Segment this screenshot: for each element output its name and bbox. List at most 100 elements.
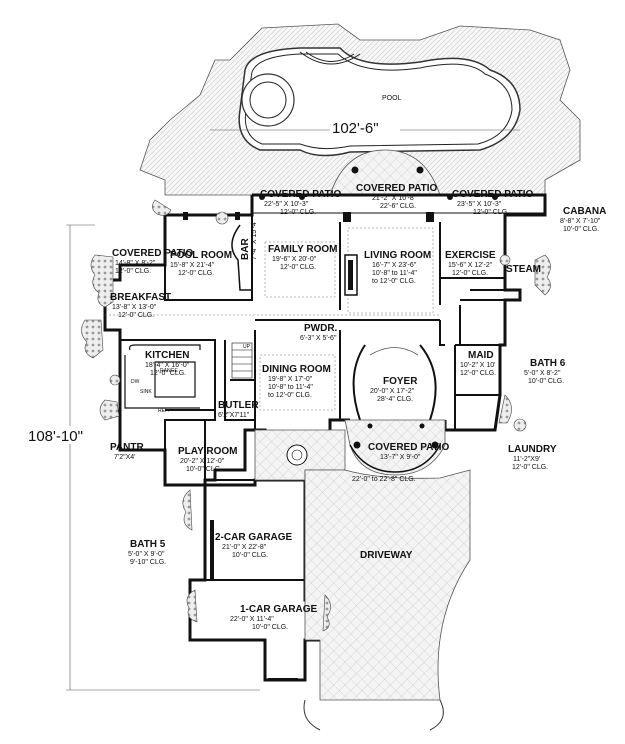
tree-icon [152, 199, 172, 216]
stairs-icon [231, 342, 253, 379]
entry-patio-arc [349, 444, 441, 473]
svg-text:19'-8" X 17'-0": 19'-8" X 17'-0" [268, 376, 313, 383]
foyer-curved-stair-left [352, 344, 366, 421]
svg-text:15'-6" X 12'-2": 15'-6" X 12'-2" [448, 262, 493, 269]
svg-text:FAMILY ROOM: FAMILY ROOM [268, 244, 337, 255]
room-label-breakfast: BREAKFAST 13'-8" X 13'-0" 12'-0" CLG. [110, 292, 171, 319]
svg-text:PWDR.: PWDR. [304, 323, 338, 334]
foyer-inner-curve [369, 347, 419, 356]
garage-door-markers [210, 520, 298, 681]
pool-steps [299, 51, 361, 65]
svg-text:12'-0" CLG.: 12'-0" CLG. [280, 209, 316, 216]
svg-text:2-CAR GARAGE: 2-CAR GARAGE [215, 532, 293, 543]
palm-icon [513, 418, 527, 432]
tree-icon [90, 254, 114, 308]
room-label-play-room: PLAY ROOM 20'-2" X 12'-0" 10'-0" CLG. [178, 446, 237, 473]
svg-text:KITCHEN: KITCHEN [145, 350, 189, 361]
svg-text:13'-8" X 13'-0": 13'-8" X 13'-0" [112, 304, 157, 311]
svg-text:12'-0" CLG.: 12'-0" CLG. [178, 270, 214, 277]
fountain-basin [291, 449, 303, 461]
driveway-label: DRIVEWAY [360, 550, 413, 561]
svg-text:12'-0" CLG.: 12'-0" CLG. [115, 268, 151, 275]
svg-text:1-CAR GARAGE: 1-CAR GARAGE [240, 604, 318, 615]
svg-text:10'-0" CLG.: 10'-0" CLG. [186, 466, 222, 473]
svg-text:12'-0" CLG.: 12'-0" CLG. [280, 264, 316, 271]
width-dimension: 102'-6" [332, 120, 379, 137]
svg-text:6'-3" X 5'-6": 6'-3" X 5'-6" [300, 335, 337, 342]
tree-icon [534, 254, 551, 296]
room-label-laundry: LAUNDRY 11'-2"X9' 12'-0" CLG. [508, 444, 557, 471]
spa-inner [249, 81, 287, 119]
svg-text:22'-0" X 11'-4": 22'-0" X 11'-4" [230, 616, 274, 623]
svg-text:DINING ROOM: DINING ROOM [262, 364, 331, 375]
width-dimension-mask [330, 118, 400, 136]
fountain-icon [286, 444, 308, 466]
sink-label: SINK [140, 389, 152, 395]
up-label: UP [243, 344, 251, 350]
entry-patio [344, 419, 446, 476]
room-label-living-room: LIVING ROOM 16'-7" X 23'-6" 10'-8" to 11… [364, 250, 431, 285]
room-label-family-room: FAMILY ROOM 19'-6" X 20'-0" 12'-0" CLG. [268, 244, 337, 271]
svg-text:5'-0" X 8'-2": 5'-0" X 8'-2" [524, 370, 561, 377]
palm-icon [499, 254, 511, 266]
svg-text:COVERED PATIO: COVERED PATIO [356, 183, 438, 194]
svg-text:10'-0" CLG.: 10'-0" CLG. [252, 624, 288, 631]
svg-text:CABANA: CABANA [563, 206, 606, 217]
svg-text:PLAY ROOM: PLAY ROOM [178, 446, 237, 457]
svg-text:6'2"X7'11": 6'2"X7'11" [218, 412, 250, 419]
svg-text:COVERED PATIO: COVERED PATIO [260, 189, 342, 200]
room-label-covered-patio-left: COVERED PATIO 22'-5" X 10'-3" 12'-0" CLG… [260, 189, 342, 216]
driveway-end [303, 699, 444, 731]
room-label-covered-patio-center: COVERED PATIO 21'-2" X 10'-8" 22'-6" CLG… [356, 183, 438, 210]
tree-icon [99, 399, 120, 421]
svg-text:COVERED PATIO: COVERED PATIO [112, 248, 194, 259]
dw-label: DW [131, 379, 140, 385]
svg-text:22'-5" X 10'-3": 22'-5" X 10'-3" [264, 201, 309, 208]
svg-text:28'-4" CLG.: 28'-4" CLG. [377, 396, 413, 403]
room-label-steam: STEAM [506, 264, 541, 275]
room-label-butler: BUTLER 6'2"X7'11" [218, 400, 259, 419]
room-label-pwdr: PWDR. 6'-3" X 5'-6" [300, 323, 338, 342]
foyer-curved-stair-right [419, 344, 437, 421]
svg-text:LAUNDRY: LAUNDRY [508, 444, 557, 455]
svg-text:7'2"X4': 7'2"X4' [114, 454, 136, 461]
svg-text:8'-8" X 7'-10": 8'-8" X 7'-10" [560, 218, 601, 225]
palm-icon [109, 374, 121, 386]
kitchen-island [154, 361, 196, 398]
svg-text:PANTR.: PANTR. [110, 442, 147, 453]
room-label-kitchen: KITCHEN 18'-4" X 16'-0" 12'-0" CLG. [145, 350, 190, 377]
svg-text:16'-7" X 23'-6": 16'-7" X 23'-6" [372, 262, 417, 269]
depth-dimension: 108'-10" [28, 428, 83, 445]
room-label-maid: MAID 10'-2" X 10' 12'-0" CLG. [460, 350, 496, 377]
svg-text:BUTLER: BUTLER [218, 400, 259, 411]
room-label-2-car-garage: 2-CAR GARAGE 21'-0" X 22'-8" 10'-0" CLG. [215, 532, 293, 559]
svg-text:COVERED PATIO: COVERED PATIO [452, 189, 534, 200]
svg-text:19'-6" X 20'-0": 19'-6" X 20'-0" [272, 256, 317, 263]
svg-text:22'-0" to 22'-8" CLG.: 22'-0" to 22'-8" CLG. [352, 476, 416, 483]
svg-text:to 12'-0" CLG.: to 12'-0" CLG. [268, 392, 312, 399]
svg-text:21'-0" X 22'-8": 21'-0" X 22'-8" [222, 544, 267, 551]
svg-text:7'-4" X 15'-4": 7'-4" X 15'-4" [251, 219, 258, 260]
bar-counter [231, 224, 252, 291]
svg-text:LIVING ROOM: LIVING ROOM [364, 250, 431, 261]
svg-text:18'-4" X 16'-0": 18'-4" X 16'-0" [145, 362, 190, 369]
svg-text:EXERCISE: EXERCISE [445, 250, 496, 261]
room-label-bath-6: BATH 6 5'-0" X 8'-2" 10'-0" CLG. [524, 358, 566, 385]
svg-text:22'-6" CLG.: 22'-6" CLG. [380, 203, 416, 210]
tree-icon [322, 594, 331, 632]
svg-text:12'-0" CLG.: 12'-0" CLG. [473, 209, 509, 216]
svg-text:20'-0" X 17'-2": 20'-0" X 17'-2" [370, 388, 415, 395]
svg-text:BATH 6: BATH 6 [530, 358, 566, 369]
pool-inner-edge [244, 53, 513, 150]
svg-text:BAR: BAR [240, 238, 251, 260]
tree-icon [186, 589, 198, 623]
room-label-covered-patio-right: COVERED PATIO 23'-5" X 10'-3" 12'-0" CLG… [452, 189, 534, 216]
room-label-bar: BAR 7'-4" X 15'-4" [240, 219, 258, 260]
ref-label: REF. [158, 408, 169, 414]
svg-text:5'-0" X 9'-0": 5'-0" X 9'-0" [128, 551, 165, 558]
svg-text:12'-0" CLG.: 12'-0" CLG. [118, 312, 154, 319]
room-label-cabana: CABANA 8'-8" X 7'-10" 10'-0" CLG. [560, 206, 606, 233]
svg-text:20'-2" X 12'-0": 20'-2" X 12'-0" [180, 458, 225, 465]
svg-text:BREAKFAST: BREAKFAST [110, 292, 171, 303]
